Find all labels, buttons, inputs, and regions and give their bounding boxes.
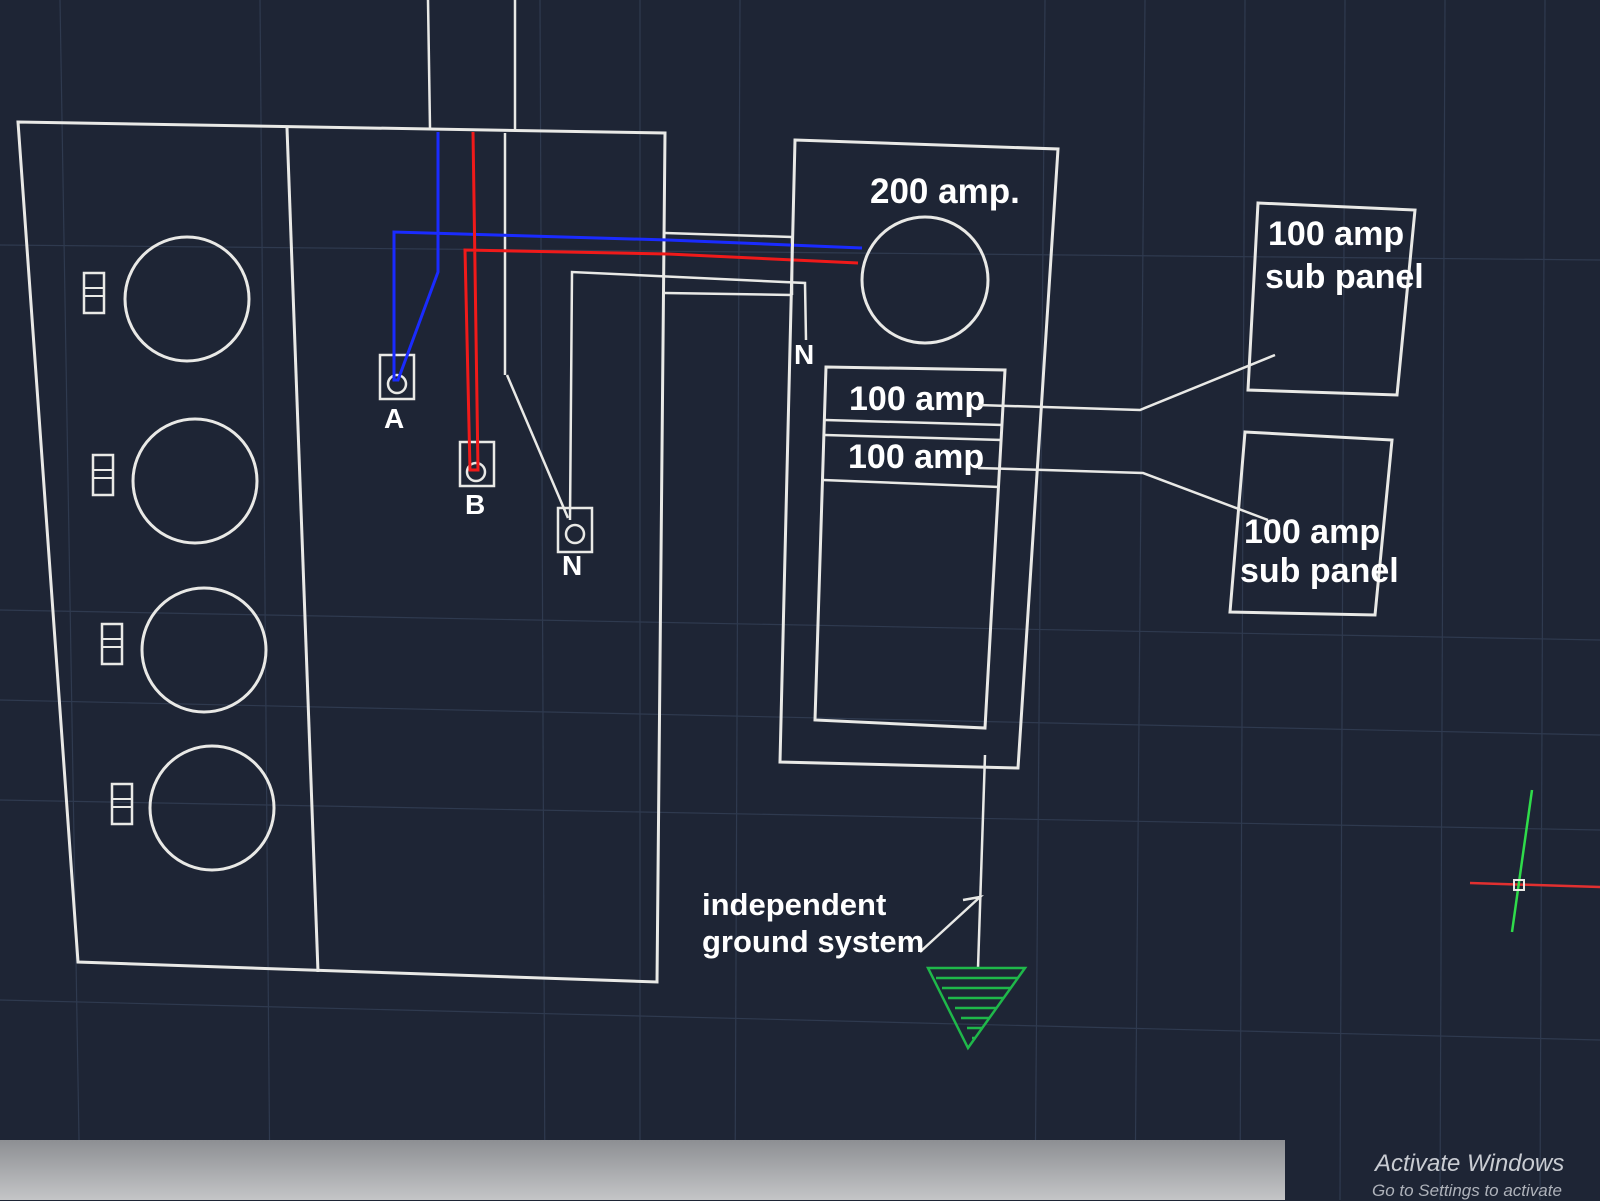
neutral-conductor xyxy=(505,270,808,521)
service-drop-lines xyxy=(426,0,517,130)
meter-socket-1[interactable] xyxy=(82,235,251,363)
meter-socket-2[interactable] xyxy=(91,417,259,545)
ground-label-line1: independent xyxy=(702,887,886,922)
sub-panel-1-line1: 100 amp xyxy=(1268,215,1404,253)
meter-socket-icon xyxy=(123,235,251,363)
main-panel-enclosure[interactable] xyxy=(778,138,1060,770)
meter-bank-divider xyxy=(285,127,320,973)
meter-tag-icon xyxy=(100,622,124,666)
breaker-dividers xyxy=(822,418,1004,489)
meter-socket-icon xyxy=(148,744,276,872)
meter-socket-icon xyxy=(131,417,259,545)
ground-triangle-icon xyxy=(925,966,1028,1051)
sub-panel-2[interactable]: 100 amp sub panel xyxy=(1228,430,1399,617)
meter-socket-3[interactable] xyxy=(100,586,268,714)
terminal-a-label: A xyxy=(384,403,404,434)
terminal-a[interactable]: A xyxy=(378,353,416,434)
activation-watermark-title: Activate Windows xyxy=(1375,1150,1565,1177)
meter-bank-enclosure[interactable] xyxy=(16,120,667,984)
ground-conductor xyxy=(919,754,987,969)
meter-tag-icon xyxy=(110,782,134,826)
ground-label-line2: ground system xyxy=(702,924,924,959)
sub-panel-2-line2: sub panel xyxy=(1240,552,1399,590)
feeder-lines xyxy=(977,353,1276,522)
main-breaker-label: 200 amp. xyxy=(870,172,1020,211)
neutral-bar-label: N xyxy=(794,339,814,370)
terminal-b[interactable]: B xyxy=(458,440,496,520)
main-breaker-socket[interactable] xyxy=(860,215,990,345)
terminal-n[interactable]: N xyxy=(556,506,594,581)
phase-a-wire xyxy=(392,132,863,382)
sub-panel-1[interactable]: 100 amp sub panel xyxy=(1246,201,1424,397)
activation-watermark-subtitle[interactable]: Go to Settings to activate xyxy=(1372,1181,1562,1200)
breaker-section[interactable] xyxy=(813,365,1007,730)
meter-socket-icon xyxy=(140,586,268,714)
breaker-1-label[interactable]: 100 amp xyxy=(849,380,985,418)
breaker-2-label[interactable]: 100 amp xyxy=(848,438,984,476)
meter-socket-4[interactable] xyxy=(110,744,276,872)
terminal-n-label: N xyxy=(562,550,582,581)
taskbar-strip xyxy=(0,1140,1285,1200)
sub-panel-2-line1: 100 amp xyxy=(1244,513,1380,551)
crosshair-cursor-icon[interactable] xyxy=(1469,789,1600,933)
terminal-b-label: B xyxy=(465,489,485,520)
meter-tag-icon xyxy=(91,453,115,497)
sub-panel-1-line2: sub panel xyxy=(1265,258,1424,296)
meter-tag-icon xyxy=(82,271,106,315)
phase-b-wire xyxy=(463,131,859,472)
